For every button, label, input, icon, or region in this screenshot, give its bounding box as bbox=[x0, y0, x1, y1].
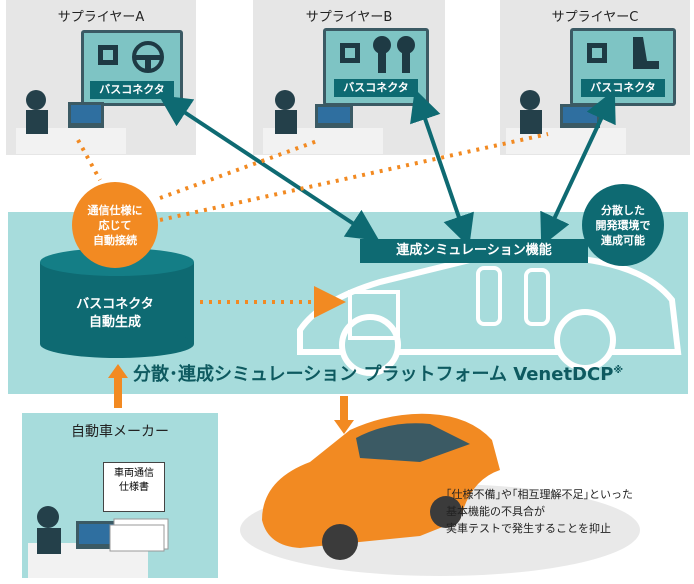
bus-gen-label: バスコネクタ 自動生成 bbox=[76, 297, 154, 330]
supplier-c-monitor: バスコネクタ bbox=[570, 28, 676, 106]
chip-icon bbox=[340, 43, 360, 63]
engineer-a-icon bbox=[16, 90, 126, 154]
coupled-sim-function-box: 連成シミュレーション機能 bbox=[360, 239, 588, 263]
result-caption: ｢仕様不備｣や｢相互理解不足｣といった 基本機能の不具合が 実車テストで発生する… bbox=[446, 488, 633, 535]
vehicle-spec-document: 車両通信 仕様書 bbox=[103, 462, 165, 512]
chip-icon bbox=[587, 43, 607, 63]
steering-wheel-icon bbox=[132, 41, 164, 73]
supplier-c-title: サプライヤーC bbox=[551, 10, 639, 25]
supplier-a-bus-label: バスコネクタ bbox=[90, 81, 174, 99]
paper-stack-icon bbox=[109, 518, 169, 552]
supplier-b-bus-label: バスコネクタ bbox=[334, 79, 418, 97]
chip-icon bbox=[98, 45, 118, 65]
car-maker-panel: 自動車メーカー bbox=[22, 413, 218, 578]
supplier-a-monitor: バスコネクタ bbox=[81, 30, 183, 106]
engine-piston-icon bbox=[373, 36, 415, 73]
platform-title: 分散･連成シミュレーション プラットフォーム VenetDCP※ bbox=[133, 364, 624, 385]
supplier-a-panel: サプライヤーA バスコネクタ bbox=[6, 0, 196, 155]
car-maker-title: 自動車メーカー bbox=[71, 424, 169, 440]
car-seat-icon bbox=[633, 37, 659, 69]
supplier-b-title: サプライヤーB bbox=[305, 10, 393, 25]
distributed-note-bubble: 分散した 開発環境で 連成可能 bbox=[582, 184, 664, 266]
platform-footnote-mark: ※ bbox=[613, 365, 624, 376]
supplier-a-title: サプライヤーA bbox=[57, 10, 145, 25]
auto-connect-bubble: 通信仕様に 応じて 自動接続 bbox=[72, 182, 158, 268]
